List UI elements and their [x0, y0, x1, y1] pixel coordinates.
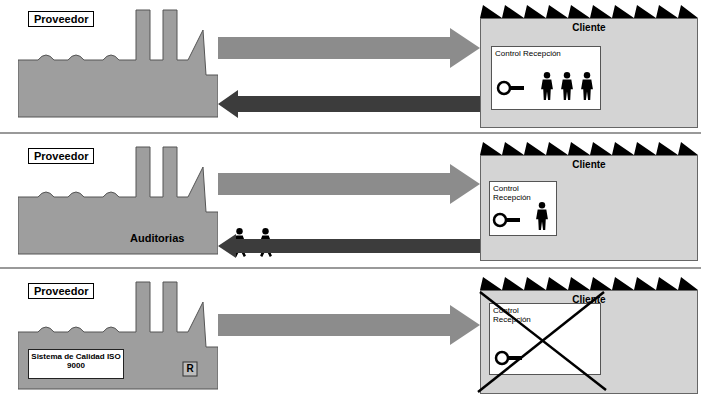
inspection-lens [496, 352, 522, 364]
supplier-factory: ProveedorAuditorias [18, 142, 218, 257]
flow-arrow [218, 305, 480, 345]
client-plant: ClienteControl Recepción [480, 18, 698, 128]
inspector-figure [541, 72, 553, 100]
node-title: Control Recepción [495, 50, 601, 59]
node-note: Auditorias [130, 232, 184, 244]
node-title: Cliente [481, 22, 697, 33]
reception-control-box: Control Recepción [491, 46, 601, 110]
node-title: Cliente [481, 159, 697, 170]
flow-arrow [218, 234, 480, 258]
node-title: Proveedor [28, 11, 94, 27]
reception-control-box: Control Recepción [489, 181, 557, 236]
node-title: Proveedor [28, 148, 94, 164]
logo-letter: R [183, 363, 197, 374]
supplier-factory: ProveedorSistema de Calidad ISO 9000 [18, 277, 218, 392]
supplier-factory: Proveedor [18, 5, 218, 120]
sawtooth-roof [480, 5, 698, 18]
auditor-figure [233, 228, 246, 257]
auditor-figure [259, 228, 272, 257]
inspection-lens [494, 214, 520, 226]
flow-arrow [218, 28, 480, 68]
inspection-lens [498, 82, 524, 94]
factory-shape [18, 10, 218, 117]
sawtooth-roof [480, 277, 698, 290]
band-separator [0, 132, 701, 134]
node-title: Control Recepción [493, 185, 545, 203]
sawtooth-roof [480, 142, 698, 155]
node-title: Proveedor [28, 283, 94, 299]
inspector-figure [561, 72, 573, 100]
quality-system-box: Sistema de Calidad ISO 9000 [28, 349, 124, 379]
reception-control-box: Control Recepción [489, 303, 601, 375]
inspector-figure [536, 202, 548, 230]
client-plant: ClienteControl Recepción [480, 155, 698, 261]
cross-out [478, 292, 604, 392]
factory-shape [18, 147, 218, 254]
client-plant: ClienteControl Recepción [480, 290, 698, 394]
inspector-figure [581, 72, 593, 100]
node-title: Sistema de Calidad ISO 9000 [29, 353, 123, 371]
flow-arrow [218, 90, 480, 118]
cross-out [480, 292, 606, 390]
node-title: Control Recepción [493, 307, 545, 325]
factory-shape [18, 282, 218, 389]
flow-arrow [218, 164, 480, 204]
certification-logo [183, 362, 197, 376]
band-separator [0, 267, 701, 269]
